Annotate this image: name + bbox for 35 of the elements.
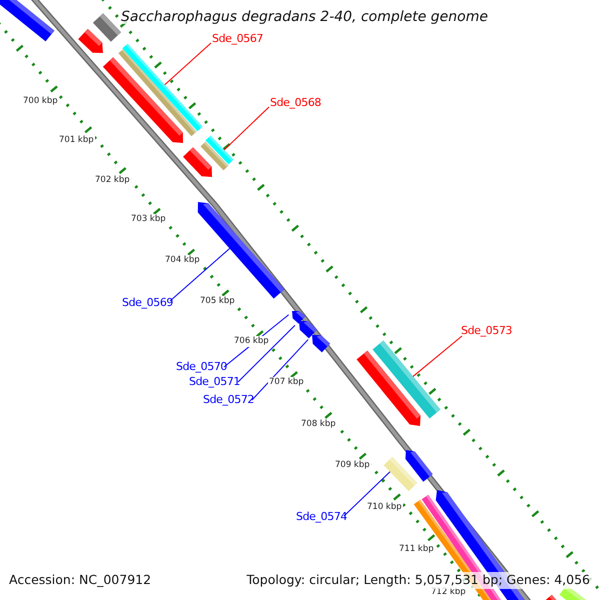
leader-line <box>238 324 296 382</box>
gene-label: Sde_0574 <box>296 511 348 522</box>
leader-line <box>164 42 212 86</box>
scale-label: 706 kbp <box>233 336 270 346</box>
scale-label: 709 kbp <box>334 460 371 470</box>
gene-feature <box>312 335 330 352</box>
gene-label: Sde_0569 <box>122 297 174 308</box>
scale-label: 704 kbp <box>164 255 201 266</box>
gene-feature <box>372 340 440 418</box>
scale-label: 700 kbp <box>22 96 59 106</box>
scale-label: 701 kbp <box>58 135 95 146</box>
gene-feature <box>384 456 418 492</box>
scale-label: 703 kbp <box>130 214 167 224</box>
leader-line <box>224 106 270 150</box>
leader-line <box>412 336 462 377</box>
scale-label: 702 kbp <box>94 175 131 186</box>
leader-line <box>170 248 230 302</box>
title: Saccharophagus degradans 2-40, complete genome <box>121 10 488 24</box>
scale-label: 705 kbp <box>199 296 236 306</box>
gene-feature <box>206 136 234 164</box>
gene-label: Sde_0571 <box>189 376 240 387</box>
genome-summary: Topology: circular; Length: 5,057,531 bp; Genes: 4,056 <box>244 572 592 588</box>
leader-line <box>252 339 309 400</box>
gene-feature <box>299 321 318 338</box>
scale-label: 708 kbp <box>300 419 337 430</box>
gene-label: Sde_0573 <box>461 325 512 336</box>
accession-text: Accession: NC_007912 <box>9 574 152 586</box>
gene-feature <box>122 44 203 132</box>
gene-label: Sde_0568 <box>270 97 322 108</box>
gene-label: Sde_0567 <box>212 33 264 44</box>
scale-label: 710 kbp <box>366 502 403 512</box>
gene-label: Sde_0570 <box>176 361 228 372</box>
scale-label: 711 kbp <box>398 544 435 554</box>
gene-label: Sde_0572 <box>203 394 254 405</box>
scale-label: 707 kbp <box>268 377 305 388</box>
